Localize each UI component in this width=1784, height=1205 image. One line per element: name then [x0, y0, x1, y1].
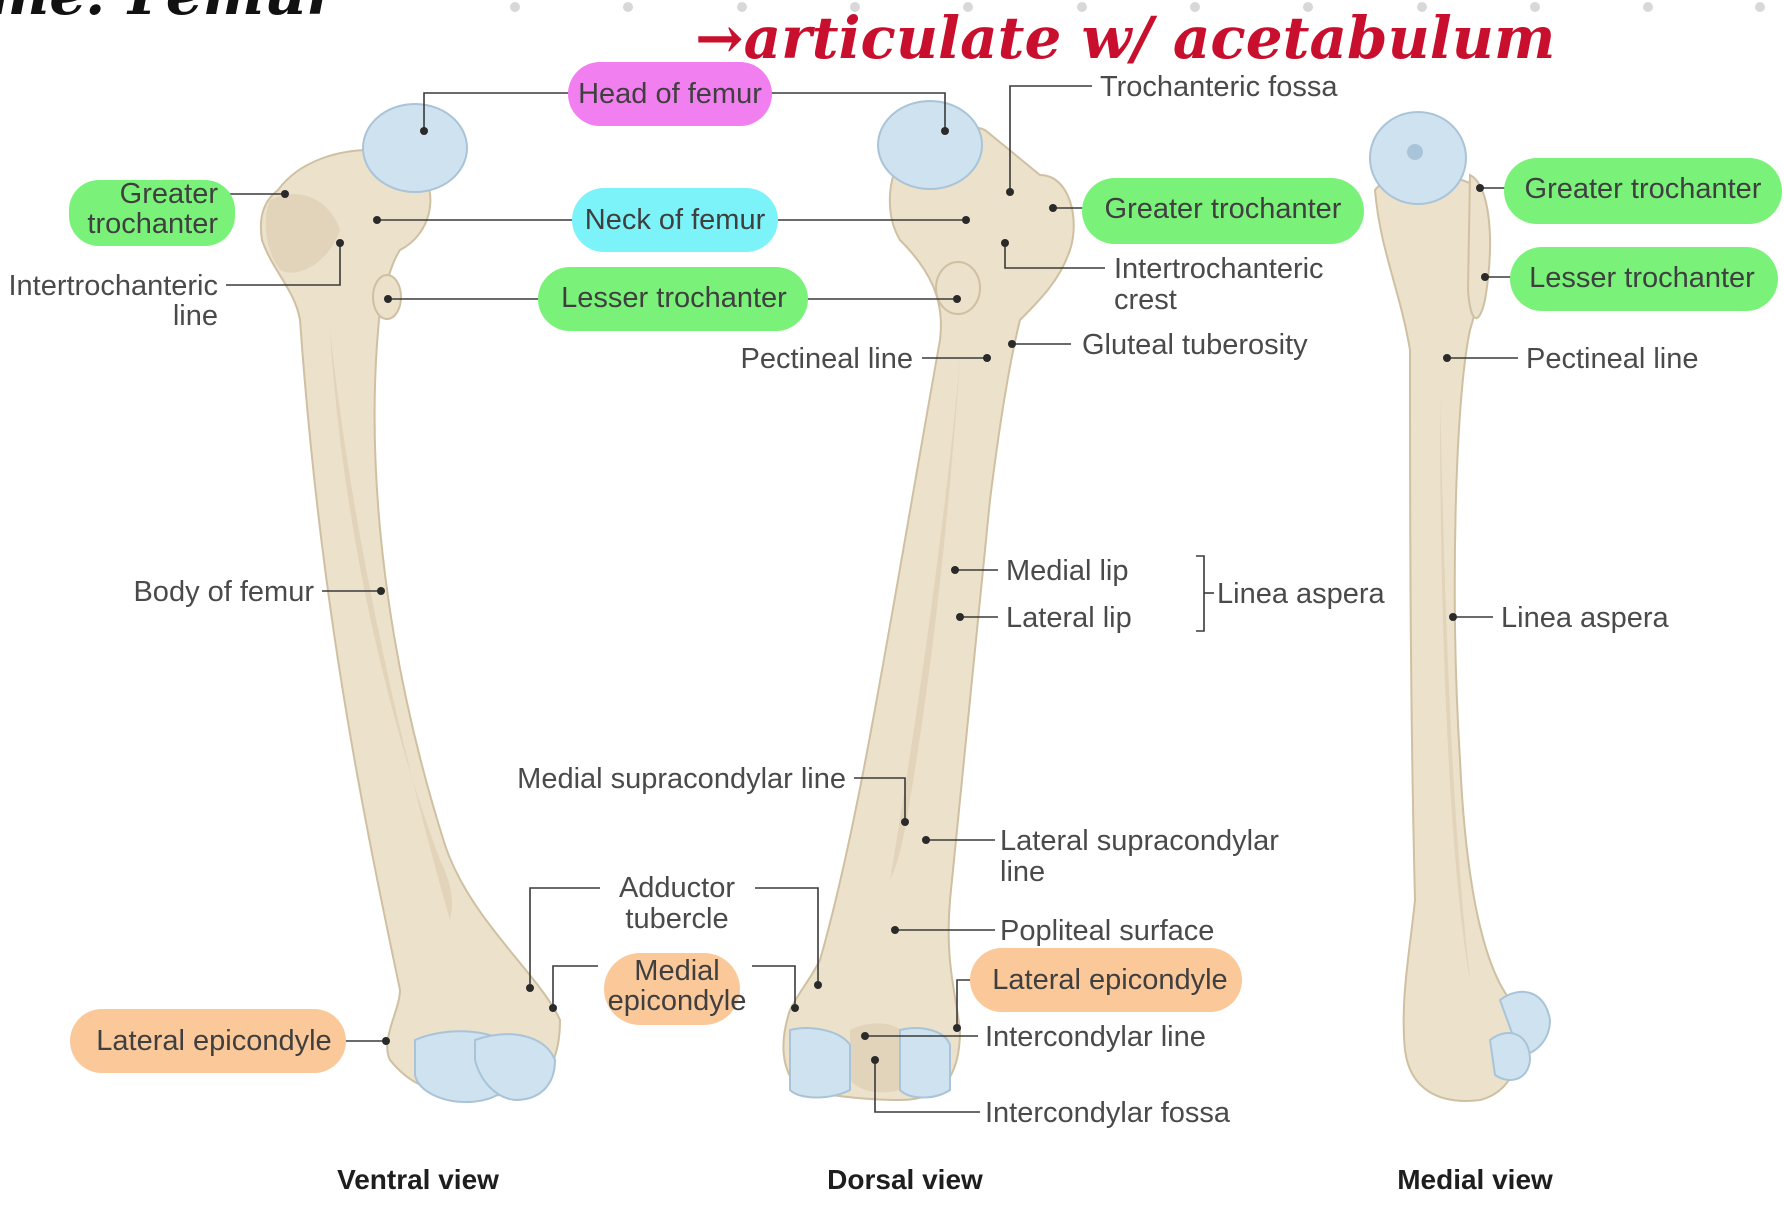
handwritten-note: →articulate w/ acetabulum — [695, 4, 1555, 72]
label-intertrochanteric-crest-2: crest — [1114, 284, 1177, 316]
label-gluteal-tuberosity: Gluteal tuberosity — [1082, 329, 1308, 361]
pill-lesser-trochanter-center — [538, 267, 808, 331]
caption-medial-view: Medial view — [1397, 1164, 1553, 1195]
label-lateral-lip: Lateral lip — [1006, 602, 1132, 634]
caption-ventral-view: Ventral view — [337, 1164, 499, 1195]
medial-femur — [1369, 111, 1552, 1102]
label-neck-of-femur: Neck of femur — [585, 204, 766, 236]
labels: Head of femur Neck of femur Lesser troch… — [8, 71, 1761, 1129]
label-adductor-tubercle: Adductor — [619, 872, 735, 904]
pill-lesser-trochanter-medial — [1510, 247, 1778, 311]
label-linea-aspera-medial: Linea aspera — [1501, 602, 1670, 634]
label-lesser-trochanter-center: Lesser trochanter — [561, 282, 787, 314]
notebook-dot-grid — [510, 2, 1765, 12]
label-medial-lip: Medial lip — [1006, 555, 1129, 587]
label-lateral-supracondylar-line: Lateral supracondylar — [1000, 825, 1279, 857]
pill-medial-epicondyle — [604, 953, 740, 1025]
label-body-of-femur: Body of femur — [133, 576, 314, 608]
label-greater-trochanter-ventral: Greater — [120, 178, 219, 210]
label-lesser-trochanter-medial: Lesser trochanter — [1529, 262, 1755, 294]
pill-greater-trochanter-dorsal — [1082, 178, 1364, 244]
ventral-femur — [259, 103, 562, 1104]
pill-head-of-femur — [568, 62, 772, 126]
dorsal-femur — [782, 100, 1075, 1102]
label-greater-trochanter-medial: Greater trochanter — [1525, 173, 1762, 205]
label-popliteal-surface: Popliteal surface — [1000, 915, 1214, 947]
label-lateral-supracondylar-line-2: line — [1000, 856, 1045, 888]
label-medial-epicondyle: Medial — [634, 955, 719, 987]
pill-lateral-epicondyle-ventral — [70, 1009, 346, 1073]
highlight-pills — [69, 62, 1782, 1073]
label-linea-aspera-dorsal: Linea aspera — [1217, 578, 1386, 610]
label-pectineal-line-medial: Pectineal line — [1526, 343, 1699, 375]
label-intertrochanteric-line: Intertrochanteric — [8, 270, 218, 302]
label-trochanteric-fossa: Trochanteric fossa — [1100, 71, 1338, 103]
label-medial-epicondyle-2: epicondyle — [608, 985, 747, 1017]
pill-lateral-epicondyle-dorsal — [970, 948, 1242, 1012]
caption-dorsal-view: Dorsal view — [827, 1164, 983, 1195]
label-head-of-femur: Head of femur — [578, 78, 762, 110]
label-lateral-epicondyle-dorsal: Lateral epicondyle — [992, 964, 1227, 996]
pill-greater-trochanter-ventral — [69, 180, 235, 246]
label-intercondylar-line: Intercondylar line — [985, 1021, 1206, 1053]
label-greater-trochanter-ventral-2: trochanter — [87, 208, 218, 240]
label-intertrochanteric-crest: Intertrochanteric — [1114, 253, 1324, 285]
label-medial-supracondylar-line: Medial supracondylar line — [517, 763, 846, 795]
label-pectineal-line-dorsal: Pectineal line — [741, 343, 914, 375]
label-greater-trochanter-dorsal: Greater trochanter — [1105, 193, 1342, 225]
handwritten-title: me: Femur — [0, 0, 341, 28]
pill-greater-trochanter-medial — [1504, 158, 1782, 224]
label-intertrochanteric-line-2: line — [173, 300, 218, 332]
label-lateral-epicondyle-ventral: Lateral epicondyle — [96, 1025, 331, 1057]
view-captions: Ventral view Dorsal view Medial view — [337, 1164, 1553, 1195]
label-adductor-tubercle-2: tubercle — [625, 903, 728, 935]
leader-dots — [281, 127, 1489, 1064]
pill-neck-of-femur — [572, 188, 778, 252]
label-intercondylar-fossa: Intercondylar fossa — [985, 1097, 1231, 1129]
